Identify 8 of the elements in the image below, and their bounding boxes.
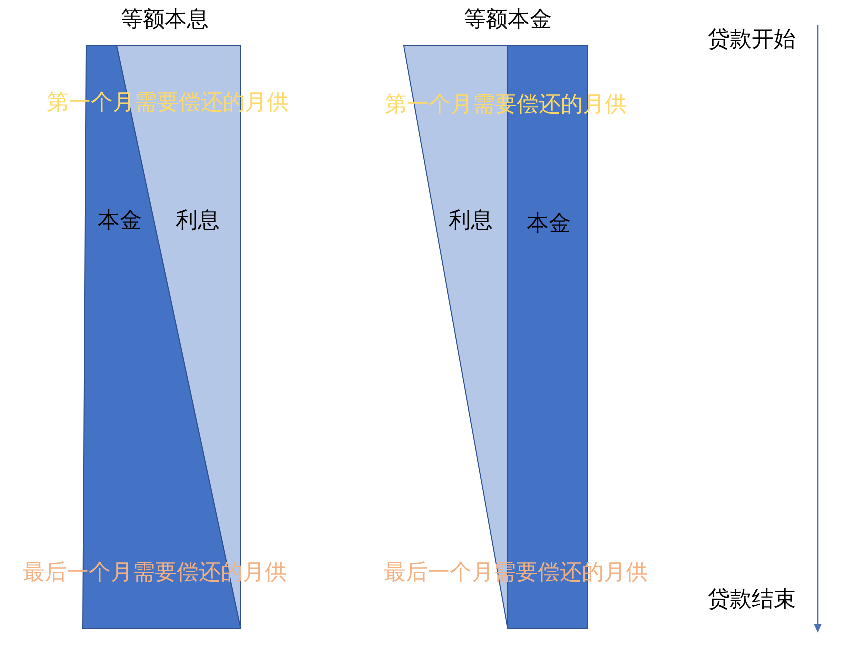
- timeline-label: 贷款结束: [708, 588, 796, 612]
- column-heading: 等额本金: [464, 8, 552, 32]
- column-heading: 等额本息: [121, 8, 209, 32]
- segment-label: 本金: [98, 209, 142, 233]
- timeline-label: 贷款开始: [708, 28, 796, 52]
- segment-label: 本金: [527, 212, 571, 236]
- segment-label: 利息: [176, 209, 220, 233]
- segment-label: 利息: [449, 209, 493, 233]
